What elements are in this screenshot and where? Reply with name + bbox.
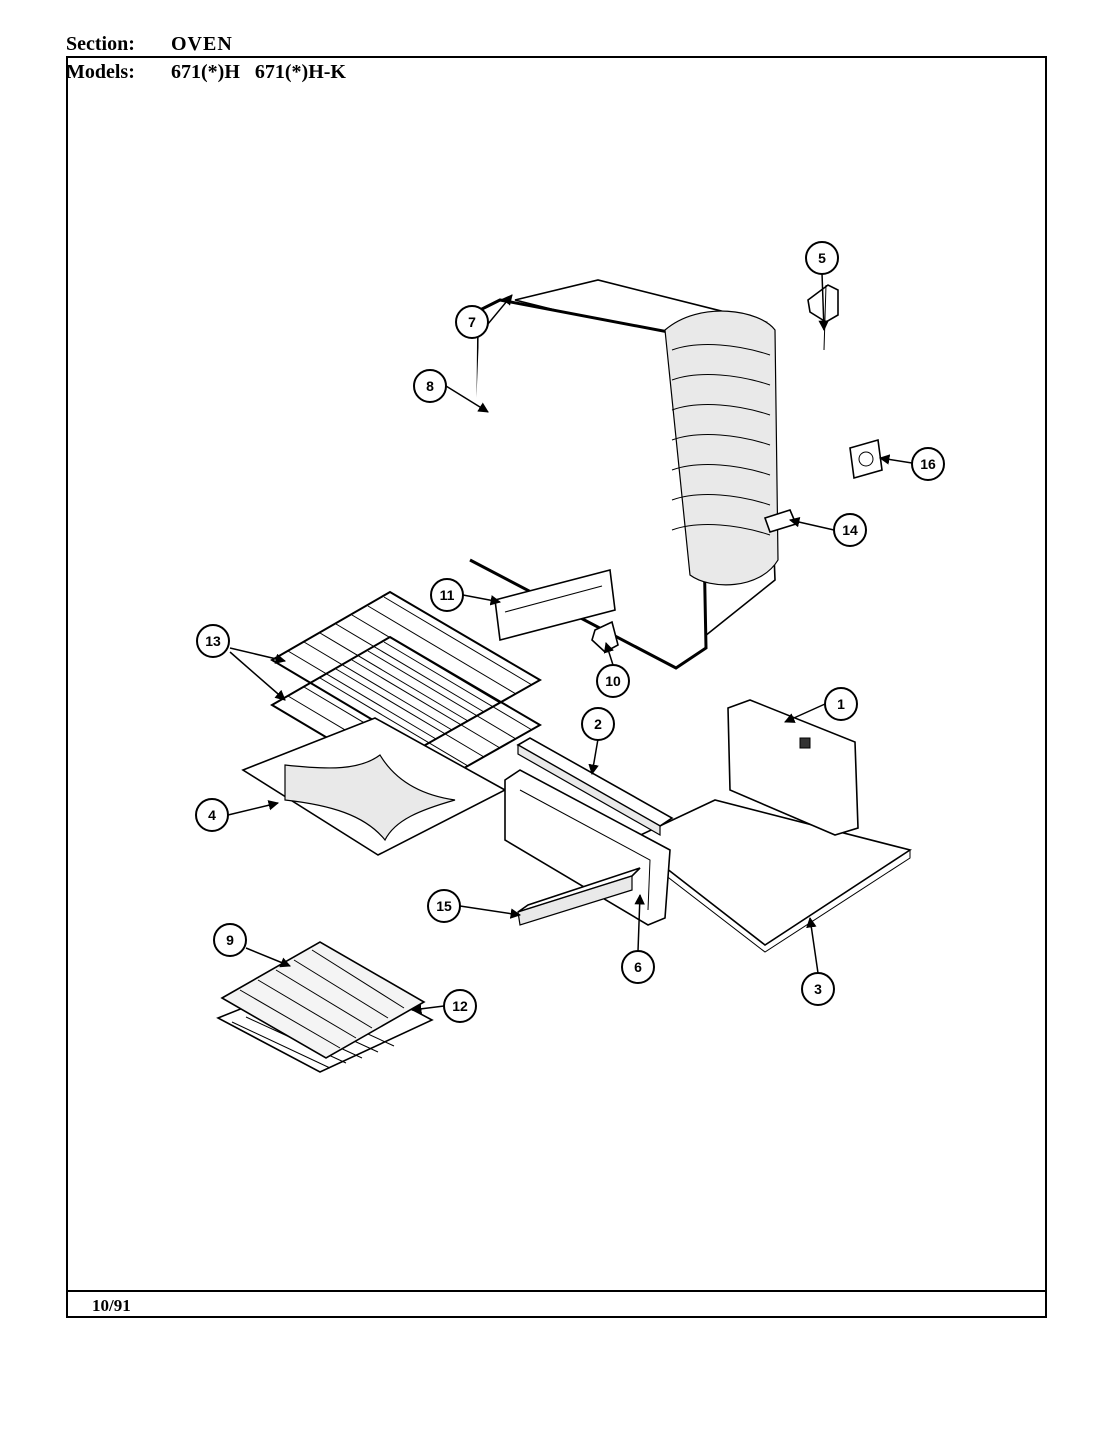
callout-4: 4: [195, 798, 229, 832]
revision-date: 10/91: [92, 1296, 131, 1315]
svg-text:16: 16: [920, 456, 936, 472]
callout-10: 10: [596, 664, 630, 698]
range-base-pan: [628, 799, 912, 953]
callout-11: 11: [430, 578, 464, 612]
svg-text:3: 3: [814, 981, 822, 997]
callout-12: 12: [443, 989, 477, 1023]
svg-text:11: 11: [440, 587, 455, 603]
section-value: OVEN: [171, 33, 233, 55]
diagram-frame: [66, 56, 1047, 1318]
models-label: Models:: [66, 61, 135, 83]
svg-text:6: 6: [634, 959, 642, 975]
callout-1: 1: [824, 687, 858, 721]
sensor-plate: [849, 438, 883, 480]
oven-burner-tube: [517, 867, 641, 926]
oven-bottom-baffle: [494, 568, 616, 642]
svg-text:15: 15: [436, 898, 452, 914]
svg-text:2: 2: [594, 716, 602, 732]
svg-text:10: 10: [605, 673, 621, 689]
svg-text:7: 7: [468, 314, 476, 330]
models-value: 671(*)H 671(*)H-K: [171, 61, 346, 83]
svg-text:8: 8: [426, 378, 434, 394]
broiler-grid: [220, 941, 426, 1059]
callout-14: 14: [833, 513, 867, 547]
section-label: Section:: [66, 33, 135, 55]
callout-3: 3: [801, 972, 835, 1006]
callout-8: 8: [413, 369, 447, 403]
svg-text:5: 5: [818, 250, 826, 266]
callout-9: 9: [213, 923, 247, 957]
callout-5: 5: [805, 241, 839, 275]
callout-16: 16: [911, 447, 945, 481]
rear-panel: [727, 699, 859, 836]
oven-insulation-blanket: [664, 310, 779, 586]
callout-15: 15: [427, 889, 461, 923]
svg-text:9: 9: [226, 932, 234, 948]
callout-2: 2: [581, 707, 615, 741]
burner-support-bar: [516, 737, 674, 837]
svg-text:1: 1: [837, 696, 845, 712]
svg-text:4: 4: [208, 807, 216, 823]
callout-13: 13: [196, 624, 230, 658]
footer-divider: [66, 1290, 1047, 1292]
callout-6: 6: [621, 950, 655, 984]
callout-7: 7: [455, 305, 489, 339]
svg-text:14: 14: [842, 522, 858, 538]
callout-leaders: [227, 272, 913, 1015]
svg-text:13: 13: [205, 633, 221, 649]
oven-bottom-panel: [241, 717, 507, 856]
svg-text:12: 12: [452, 998, 468, 1014]
